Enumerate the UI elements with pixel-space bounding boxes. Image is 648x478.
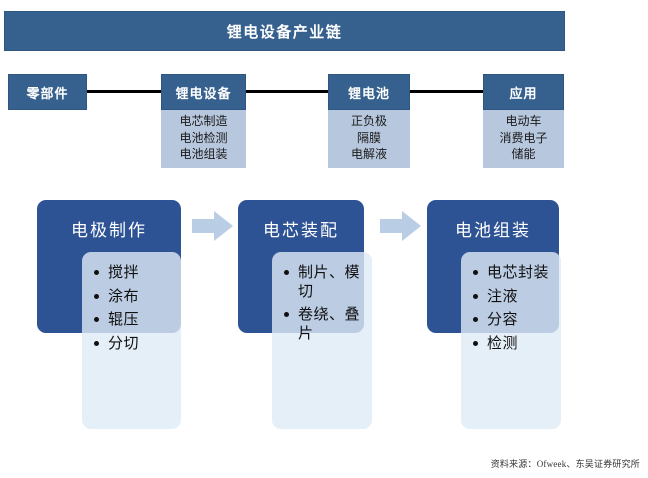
arrow-right-icon [192,211,234,246]
chain-node-items: 电芯制造 电池检测 电池组装 [161,110,246,168]
value-chain-diagram: 零部件 锂电设备 电芯制造 电池检测 电池组装 锂电池 正负极 隔膜 电解液 应… [0,0,648,190]
chain-connector-2 [245,90,329,93]
page-title-banner: 锂电设备产业链 [4,11,565,51]
chain-node-battery[interactable]: 锂电池 正负极 隔膜 电解液 [328,74,410,168]
list-item-label: 辊压 [108,312,140,329]
chain-node-label: 锂电设备 [161,74,246,110]
chain-node-item: 电动车 [505,114,542,128]
source-note: 资料来源：Ofweek、东吴证券研究所 [490,459,640,469]
chain-node-item: 储能 [511,147,536,162]
bullet-icon [94,270,99,275]
chain-node-item: 电解液 [350,147,387,162]
process-step-title: 电池组装 [455,221,531,240]
list-item-label: 分切 [108,335,140,352]
list-item-label: 电芯封装 [487,265,550,281]
list-item: 电芯封装 [473,264,555,283]
list-item: 搅拌 [94,264,175,283]
chain-node-item: 消费电子 [499,130,548,145]
list-item: 分容 [473,311,555,330]
list-item-label: 检测 [487,335,519,352]
chain-node-item: 隔膜 [356,130,381,145]
arrow-right-icon [380,211,422,246]
process-step-item-list: 制片、模切 卷绕、叠片 [278,264,366,343]
list-item-label: 制片、模切 [298,265,361,300]
page-title: 锂电设备产业链 [226,24,343,41]
chain-node-label: 零部件 [8,74,87,110]
chain-connector-1 [86,90,162,93]
chain-node-item: 正负极 [350,114,387,128]
list-item-label: 搅拌 [108,265,140,281]
chain-node-items: 电动车 消费电子 储能 [483,110,564,168]
process-step-detail-battery-assembly[interactable]: 电芯封装 注液 分容 检测 [461,252,561,429]
process-step-item-list: 电芯封装 注液 分容 检测 [467,264,555,353]
process-step-item-list: 搅拌 涂布 辊压 分切 [88,264,175,353]
bullet-icon [94,340,99,346]
list-item: 分切 [94,335,175,354]
list-item: 制片、模切 [284,264,366,301]
bullet-icon [284,312,289,318]
list-item: 涂布 [94,288,175,307]
bullet-icon [473,317,478,323]
list-item-label: 涂布 [108,288,140,305]
list-item-label: 卷绕、叠片 [298,307,361,342]
chain-connector-3 [409,90,484,93]
process-step-detail-electrode[interactable]: 搅拌 涂布 辊压 分切 [82,252,181,429]
list-item-label: 分容 [487,312,519,329]
process-step-title: 电芯装配 [263,221,339,240]
chain-node-label: 锂电池 [328,74,410,110]
list-item: 卷绕、叠片 [284,306,366,343]
process-step-title: 电极制作 [71,221,147,240]
chain-node-parts[interactable]: 零部件 [8,74,87,110]
chain-node-application[interactable]: 应用 电动车 消费电子 储能 [483,74,564,168]
chain-node-item: 电池组装 [179,147,228,162]
chain-node-item: 电芯制造 [179,114,228,128]
bullet-icon [473,340,478,346]
list-item: 注液 [473,288,555,307]
chain-node-equipment[interactable]: 锂电设备 电芯制造 电池检测 电池组装 [161,74,246,168]
list-item: 辊压 [94,311,175,330]
list-item-label: 注液 [487,288,519,305]
bullet-icon [284,270,289,275]
list-item: 检测 [473,335,555,354]
chain-node-item: 电池检测 [179,130,228,145]
bullet-icon [94,317,99,323]
chain-node-label: 应用 [483,74,564,110]
process-step-detail-cell-assembly[interactable]: 制片、模切 卷绕、叠片 [272,252,372,429]
bullet-icon [473,293,478,299]
bullet-icon [94,293,99,299]
chain-node-items: 正负极 隔膜 电解液 [328,110,410,168]
bullet-icon [473,270,478,275]
